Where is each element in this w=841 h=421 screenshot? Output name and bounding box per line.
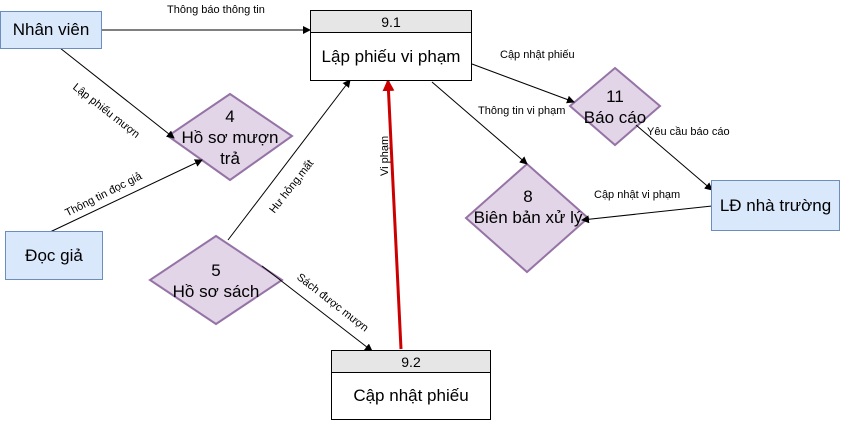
process-9-1-id: 9.1 <box>311 11 471 33</box>
label-yeu-cau-bao-cao: Yêu cầu báo cáo <box>647 126 730 138</box>
entity-doc-gia[interactable]: Đọc giả <box>5 231 103 280</box>
process-9-2-id: 9.2 <box>332 351 490 373</box>
store-11-name: Báo cáo <box>583 108 647 127</box>
flow-hu-hong-mat[interactable] <box>227 79 351 241</box>
store-8-name: Biên bản xử lý <box>473 208 583 227</box>
store-5-label: 5 Hồ sơ sách <box>152 260 280 302</box>
process-9-1-name: Lập phiếu vi phạm <box>321 46 461 66</box>
store-5-number: 5 <box>211 261 221 280</box>
entity-doc-gia-label: Đọc giả <box>25 245 83 265</box>
store-5-name: Hồ sơ sách <box>172 282 260 301</box>
flow-thong-tin-doc-gia[interactable] <box>49 159 203 233</box>
process-9-2-name: Cập nhật phiếu <box>353 386 469 405</box>
flow-vi-pham[interactable] <box>382 79 403 350</box>
store-11-label: 11 Báo cáo <box>570 86 660 128</box>
store-4-label: 4 Hồ sơ mượn trả <box>170 106 290 169</box>
store-11-shape[interactable] <box>568 66 662 147</box>
store-4-number: 4 <box>225 107 235 126</box>
store-5-shape[interactable] <box>148 234 284 326</box>
flow-cap-nhat-phieu[interactable] <box>471 63 575 104</box>
store-8-shape[interactable] <box>464 162 590 274</box>
process-9-2[interactable]: 9.2 Cập nhật phiếu <box>331 350 491 420</box>
store-11-number: 11 <box>606 87 624 106</box>
process-9-1[interactable]: 9.1 Lập phiếu vi phạm <box>310 10 472 81</box>
store-4-name: Hồ sơ mượn trả <box>181 128 279 168</box>
flow-yeu-cau-bao-cao[interactable] <box>635 124 713 191</box>
entity-nhan-vien[interactable]: Nhân viên <box>0 11 102 49</box>
store-4-shape[interactable] <box>166 92 294 182</box>
flow-thong-tin-vi-pham[interactable] <box>431 81 528 165</box>
store-8-number: 8 <box>523 187 533 206</box>
flow-lap-phieu-muon[interactable] <box>59 47 175 139</box>
label-cap-nhat-vi-pham: Cập nhật vi phạm <box>594 189 681 201</box>
store-8-label: 8 Biên bản xử lý <box>468 186 588 228</box>
entity-ld-nha-truong[interactable]: LĐ nhà trường <box>711 180 840 231</box>
flow-sach-duoc-muon[interactable] <box>261 265 373 352</box>
flow-cap-nhat-vi-pham[interactable] <box>581 205 713 224</box>
label-thong-bao-thong-tin: Thông báo thông tin <box>167 4 265 16</box>
label-cap-nhat-phieu: Cập nhật phiếu <box>500 49 575 61</box>
entity-nhan-vien-label: Nhân viên <box>12 20 90 39</box>
label-thong-tin-vi-pham: Thông tin vi phạm <box>478 105 566 117</box>
entity-ld-nha-truong-label: LĐ nhà trường <box>719 195 832 215</box>
label-vi-pham: Vi phạm <box>379 135 391 176</box>
